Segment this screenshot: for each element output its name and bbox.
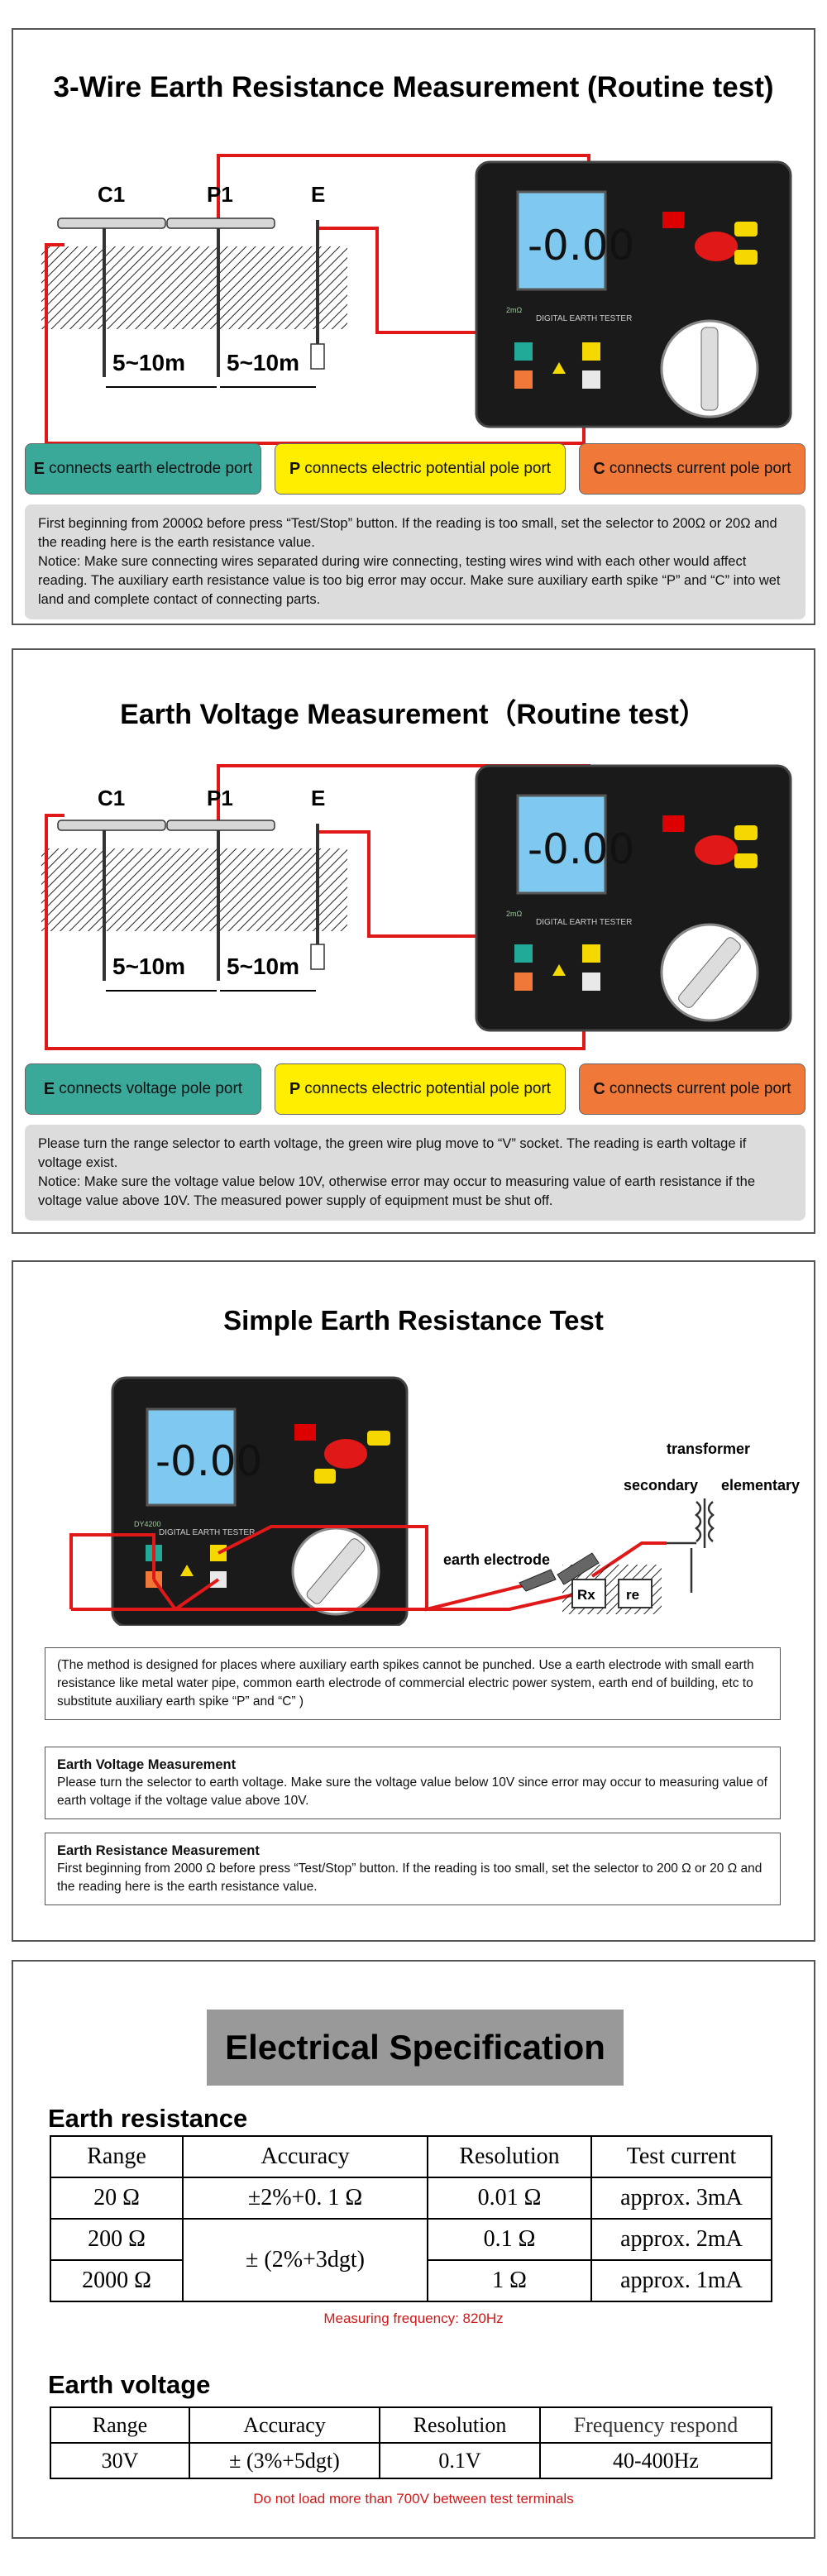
notice-line: Notice: Make sure connecting wires separ… xyxy=(38,554,781,607)
section-title: 3-Wire Earth Resistance Measurement (Rou… xyxy=(53,71,774,103)
label-c1: C1 xyxy=(98,786,125,810)
test-button xyxy=(324,1439,367,1469)
table-header-row: Range Accuracy Resolution Frequency resp… xyxy=(50,2406,772,2444)
ground-hatch xyxy=(41,848,347,931)
label-c1: C1 xyxy=(98,182,125,207)
device-model: DIGITAL EARTH TESTER xyxy=(536,314,632,323)
section-electrical-specification: Electrical Specification Earth resistanc… xyxy=(12,1960,815,2539)
spike-p1: P1 xyxy=(166,786,275,981)
earth-tester-device: -0.00 DY4200 DIGITAL EARTH TESTER xyxy=(111,1376,409,1626)
notice-line: Notice: Make sure the voltage value belo… xyxy=(38,1174,755,1208)
test-button xyxy=(695,835,738,865)
device-brand: 2mΩ xyxy=(506,910,523,918)
device-brand: 2mΩ xyxy=(506,306,523,314)
label-transformer: transformer xyxy=(667,1441,750,1457)
label-p1: P1 xyxy=(207,182,233,207)
label-e: E xyxy=(311,786,325,810)
earth-resistance-heading: Earth resistance xyxy=(48,2104,248,2133)
device-model: DIGITAL EARTH TESTER xyxy=(159,1528,255,1537)
spike-e: E xyxy=(310,182,325,370)
label-secondary: secondary xyxy=(624,1477,698,1494)
distance-1: 5~10m xyxy=(112,953,185,979)
wires xyxy=(69,1525,667,1612)
section-title: Earth Voltage Measurement（Routine test） xyxy=(120,699,707,730)
lcd-reading: -0.00 xyxy=(528,222,634,270)
section-simple-earth-resistance: Simple Earth Resistance Test -0.00 DY420… xyxy=(12,1260,815,1942)
distance-1: 5~10m xyxy=(112,350,185,375)
notice-line: First beginning from 2000Ω before press … xyxy=(38,516,777,550)
ground-hatch xyxy=(41,246,347,329)
spike-p1: P1 xyxy=(166,182,275,377)
section-3-wire-earth-resistance: 3-Wire Earth Resistance Measurement (Rou… xyxy=(12,28,815,625)
table-row: 2000 Ω 1 Ω approx. 1mA xyxy=(50,2259,772,2302)
spec-title: Electrical Specification xyxy=(207,2010,624,2086)
earth-tester-device: -0.00 2mΩ DIGITAL EARTH TESTER xyxy=(475,160,792,428)
earth-voltage-table: Range Accuracy Resolution Frequency resp… xyxy=(50,2406,772,2479)
device-brand: DY4200 xyxy=(134,1520,161,1528)
label-e: E xyxy=(311,182,325,207)
table-row: 30V ± (3%+5dgt) 0.1V 40-400Hz xyxy=(50,2442,772,2479)
lcd-screen xyxy=(516,190,607,291)
table-header-row: Range Accuracy Resolution Test current xyxy=(50,2135,772,2178)
simple-test-diagram: -0.00 DY4200 DIGITAL EARTH TESTER transf… xyxy=(69,1376,800,1626)
instruction-notice: Please turn the range selector to earth … xyxy=(25,1125,805,1221)
earth-tester-device: -0.00 2mΩ DIGITAL EARTH TESTER xyxy=(475,764,792,1032)
electrodes: Rx re xyxy=(519,1552,662,1614)
wiring-diagram: C1 P1 E 5~10m 5~10m -0.00 2mΩ DIGITAL xyxy=(41,764,792,1050)
instruction-notice: First beginning from 2000Ω before press … xyxy=(25,504,805,619)
method-intro: (The method is designed for places where… xyxy=(45,1647,781,1720)
earth-resistance-table: Range Accuracy Resolution Test current 2… xyxy=(50,2135,772,2302)
section-earth-voltage: Earth Voltage Measurement（Routine test） … xyxy=(12,648,815,1234)
notice-line: Please turn the range selector to earth … xyxy=(38,1136,747,1170)
transformer-symbol xyxy=(667,1498,715,1593)
wiring-diagram: C1 P1 E 5~10m 5~10m -0.00 2mΩ xyxy=(41,154,792,445)
table-row: 20 Ω ±2%+0. 1 Ω 0.01 Ω approx. 3mA xyxy=(50,2177,772,2220)
label-elementary: elementary xyxy=(721,1477,800,1494)
label-re: re xyxy=(626,1587,639,1603)
table-row: 200 Ω ± (2%+3dgt) 0.1 Ω approx. 2mA xyxy=(50,2218,772,2302)
label-rx: Rx xyxy=(577,1587,595,1603)
section-title: Simple Earth Resistance Test xyxy=(223,1305,604,1336)
lcd-reading: -0.00 xyxy=(528,825,634,873)
earth-voltage-heading: Earth voltage xyxy=(48,2370,211,2399)
spike-c1: C1 xyxy=(57,786,166,981)
spike-e: E xyxy=(310,786,325,970)
device-model: DIGITAL EARTH TESTER xyxy=(536,918,632,927)
lcd-reading: -0.00 xyxy=(155,1437,262,1485)
lcd-screen xyxy=(146,1407,237,1507)
test-button xyxy=(695,232,738,261)
label-p1: P1 xyxy=(207,786,233,810)
earth-voltage-note: Earth Voltage Measurement Please turn th… xyxy=(45,1747,781,1819)
measuring-frequency-note: Measuring frequency: 820Hz xyxy=(323,2311,504,2326)
distance-2: 5~10m xyxy=(227,953,299,979)
spike-c1: C1 xyxy=(57,182,166,377)
lcd-screen xyxy=(516,794,607,895)
earth-resistance-note: Earth Resistance Measurement First begin… xyxy=(45,1833,781,1905)
distance-2: 5~10m xyxy=(227,350,299,375)
voltage-limit-note: Do not load more than 700V between test … xyxy=(253,2491,574,2507)
label-earth-electrode: earth electrode xyxy=(443,1551,550,1568)
